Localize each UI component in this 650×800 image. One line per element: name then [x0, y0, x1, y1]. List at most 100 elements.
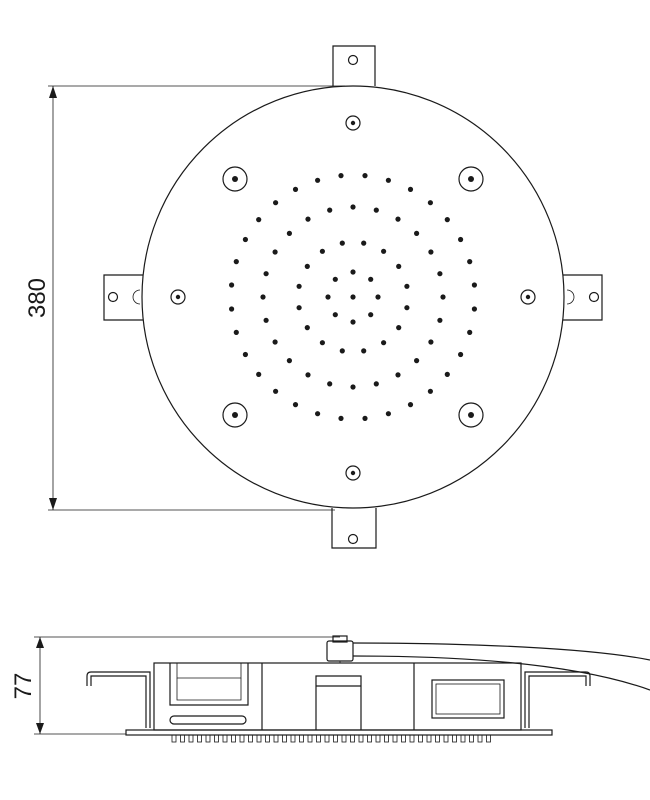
nozzle-peg	[265, 734, 270, 743]
nozzle	[304, 325, 310, 331]
nozzle	[296, 283, 302, 289]
nozzle	[375, 294, 381, 300]
nozzle	[319, 248, 325, 254]
nozzle-peg	[392, 734, 398, 743]
nozzle	[350, 319, 356, 325]
nozzle	[339, 348, 345, 354]
screw-bottom	[345, 465, 361, 481]
nozzle-peg	[333, 734, 338, 743]
nozzle-peg	[452, 734, 457, 743]
nozzle-peg	[307, 734, 313, 743]
nozzle	[444, 371, 450, 377]
nozzle-peg	[486, 734, 491, 743]
nozzle	[458, 236, 464, 243]
nozzle	[396, 325, 402, 331]
nozzle	[315, 411, 321, 417]
nozzle	[414, 358, 420, 364]
nozzle	[339, 240, 345, 246]
nozzle	[444, 217, 450, 223]
nozzle	[242, 351, 248, 358]
nozzle	[260, 294, 266, 300]
nozzle	[332, 276, 338, 282]
nozzle	[368, 312, 374, 318]
fixing-bottom-left	[222, 402, 248, 428]
nozzle	[273, 200, 279, 206]
dimension-height: 77	[10, 636, 340, 735]
nozzle-peg	[290, 734, 296, 743]
nozzle-peg	[171, 734, 177, 743]
nozzle	[373, 207, 379, 213]
nozzle-peg	[460, 734, 466, 743]
nozzle-peg	[443, 734, 449, 743]
nozzle	[229, 282, 235, 288]
height-dimension-label: 77	[10, 673, 37, 700]
nozzle	[407, 186, 414, 192]
nozzle	[315, 177, 321, 183]
nozzle	[404, 305, 410, 311]
nozzle	[467, 329, 473, 335]
nozzle	[373, 381, 379, 387]
nozzle-peg	[222, 734, 228, 743]
nozzle-peg	[469, 734, 474, 743]
nozzle	[350, 269, 356, 275]
side-nozzle-pegs	[171, 734, 491, 743]
nozzle	[233, 259, 239, 265]
nozzle-peg	[231, 734, 236, 743]
nozzle	[286, 230, 292, 236]
nozzle-peg	[477, 734, 483, 743]
nozzle-peg	[299, 734, 304, 743]
bracket-right	[558, 274, 603, 321]
fixing-top-right	[458, 166, 484, 192]
nozzle	[338, 173, 344, 179]
nozzle	[242, 236, 248, 243]
nozzle-peg	[367, 734, 372, 743]
nozzle	[361, 240, 367, 246]
nozzle	[381, 248, 387, 254]
nozzle	[395, 372, 401, 378]
nozzle	[263, 317, 269, 323]
nozzle	[256, 371, 262, 377]
nozzle	[273, 388, 279, 394]
nozzle-field	[229, 173, 477, 421]
nozzle-peg	[401, 734, 406, 743]
nozzle-peg	[435, 734, 440, 743]
nozzle	[256, 217, 262, 223]
nozzle	[396, 263, 402, 269]
nozzle	[229, 306, 235, 312]
nozzle	[437, 271, 443, 277]
nozzle	[332, 312, 338, 318]
nozzle-peg	[180, 734, 185, 743]
nozzle	[458, 351, 464, 358]
nozzle	[233, 329, 239, 335]
nozzle	[272, 339, 278, 345]
nozzle	[350, 204, 356, 210]
bracket-left	[103, 274, 148, 321]
nozzle	[272, 249, 278, 255]
nozzle	[263, 271, 269, 277]
nozzle	[286, 358, 292, 364]
top-view: 380	[24, 45, 603, 549]
nozzle	[305, 216, 311, 222]
screw-right	[520, 289, 536, 305]
right-compartment	[431, 679, 505, 719]
nozzle	[296, 305, 302, 311]
nozzle	[292, 402, 299, 408]
nozzle	[428, 339, 434, 345]
nozzle-peg	[341, 734, 347, 743]
nozzle-peg	[324, 734, 330, 743]
nozzle	[381, 340, 387, 346]
bracket-bottom	[331, 508, 377, 549]
nozzle	[440, 294, 446, 300]
nozzle	[304, 263, 310, 269]
nozzle	[428, 249, 434, 255]
nozzle-peg	[418, 734, 423, 743]
nozzle	[362, 173, 368, 179]
diameter-dimension-label: 380	[24, 278, 51, 318]
nozzle	[338, 415, 344, 421]
nozzle	[471, 282, 477, 288]
base-plate	[125, 729, 553, 736]
nozzle-peg	[248, 734, 253, 743]
nozzle-peg	[384, 734, 389, 743]
nozzle	[361, 348, 367, 354]
